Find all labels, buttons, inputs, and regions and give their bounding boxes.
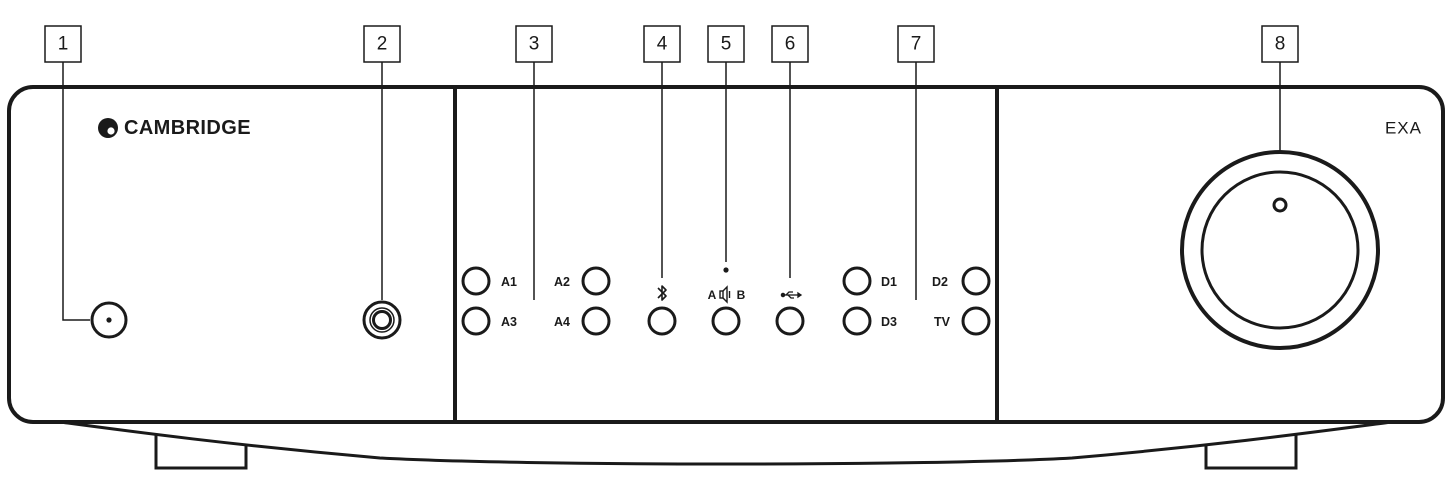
callout-3: 3	[515, 25, 553, 63]
callout-leaders	[62, 62, 1281, 321]
input-a2-button[interactable]	[581, 266, 611, 296]
label-a2: A2	[554, 275, 570, 289]
input-a4-button[interactable]	[581, 306, 611, 336]
label-a3: A3	[501, 315, 517, 329]
input-buttons	[461, 266, 991, 336]
brand-name: CAMBRIDGE	[124, 117, 251, 139]
leader-1	[62, 62, 90, 321]
input-d3-button[interactable]	[842, 306, 872, 336]
speaker-b-label: B	[737, 288, 746, 302]
headphone-jack[interactable]	[362, 300, 402, 340]
volume-knob[interactable]	[1180, 150, 1380, 350]
input-d2-button[interactable]	[961, 266, 991, 296]
cambridge-logo-icon	[98, 118, 118, 138]
speaker-led	[723, 267, 729, 273]
callout-6: 6	[771, 25, 809, 63]
volume-knob-indicator	[1272, 197, 1288, 213]
callout-8: 8	[1261, 25, 1299, 63]
callout-1: 1	[44, 25, 82, 63]
input-a3-button[interactable]	[461, 306, 491, 336]
input-tv-button[interactable]	[961, 306, 991, 336]
callout-8-number: 8	[1275, 34, 1286, 55]
callout-1-number: 1	[58, 34, 69, 55]
callout-6-number: 6	[785, 34, 796, 55]
label-d1: D1	[881, 275, 897, 289]
label-d3: D3	[881, 315, 897, 329]
callout-2-number: 2	[377, 34, 388, 55]
model-name: EXA	[1385, 119, 1422, 138]
input-d1-button[interactable]	[842, 266, 872, 296]
callout-7: 7	[897, 25, 935, 63]
bluetooth-icon	[657, 285, 667, 301]
power-button[interactable]	[90, 301, 128, 339]
usb-icon	[780, 291, 803, 299]
callout-5-number: 5	[721, 34, 732, 55]
label-tv: TV	[934, 315, 951, 329]
speaker-ab-button[interactable]	[711, 306, 741, 336]
label-a4: A4	[554, 315, 570, 329]
base-plinth	[59, 420, 1393, 466]
input-a1-button[interactable]	[461, 266, 491, 296]
label-a1: A1	[501, 275, 517, 289]
callout-2: 2	[363, 25, 401, 63]
callout-4: 4	[643, 25, 681, 63]
callout-7-number: 7	[911, 34, 922, 55]
speaker-icon	[719, 285, 731, 304]
label-d2: D2	[932, 275, 948, 289]
callouts: 1 2 3 4 5 6 7 8	[44, 25, 1299, 63]
bluetooth-button[interactable]	[647, 306, 677, 336]
usb-button[interactable]	[775, 306, 805, 336]
callout-3-number: 3	[529, 34, 540, 55]
speaker-a-label: A	[708, 288, 717, 302]
callout-5: 5	[707, 25, 745, 63]
callout-4-number: 4	[657, 34, 668, 55]
